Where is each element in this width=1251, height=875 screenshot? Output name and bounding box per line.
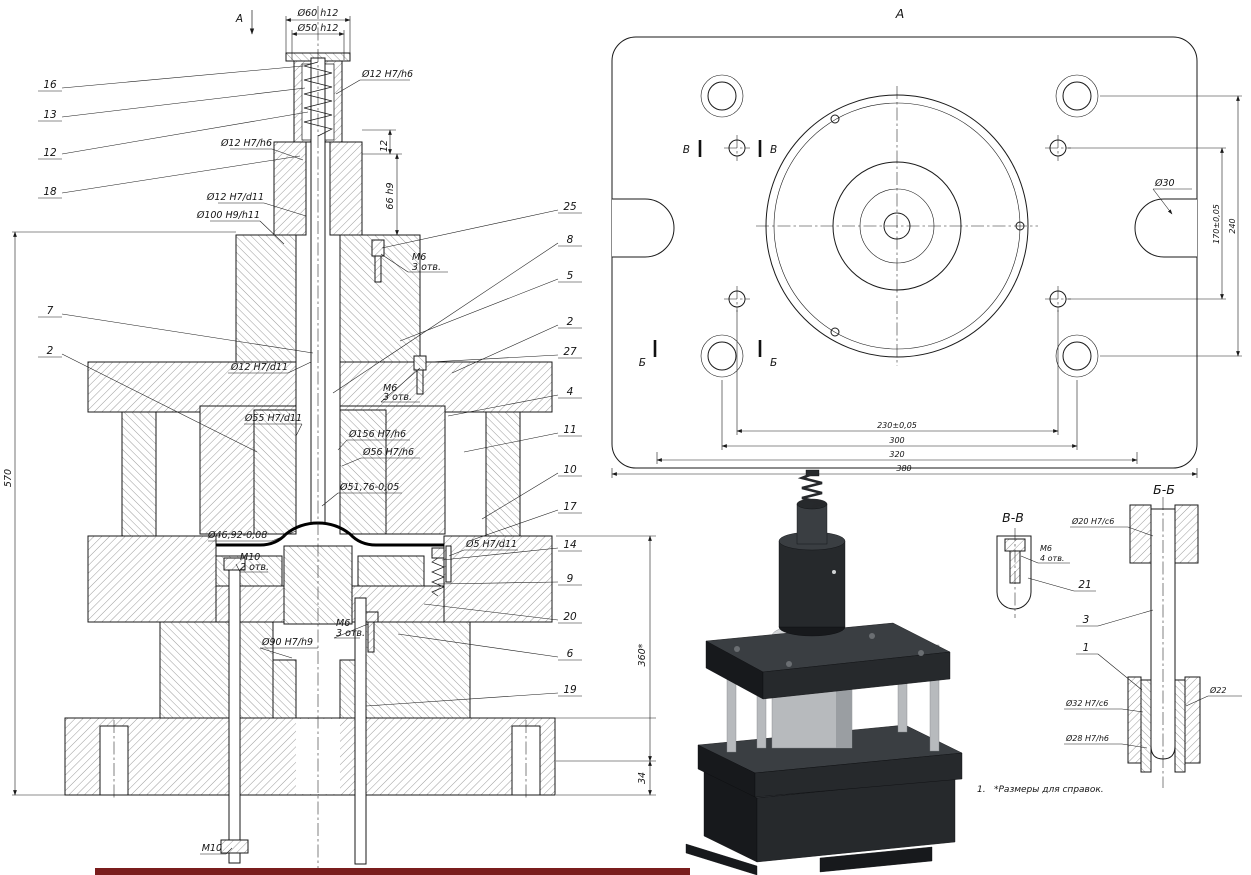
- dim-d55: Ø55 H7/d11: [244, 413, 302, 424]
- dim-m6-lower-qty: 3 отв.: [336, 628, 365, 639]
- section-bb-view: Б-Б Ø20 H7/c6 3 1 Ø32 H7/c6 Ø28 H7/h6 Ø2…: [1064, 482, 1242, 788]
- bb-callout-3: 3: [1083, 614, 1090, 626]
- dim-len-12: 12: [379, 140, 390, 152]
- callout-9: 9: [567, 573, 574, 585]
- dim-230: 230±0,05: [877, 421, 917, 430]
- callout-2a: 2: [47, 345, 54, 357]
- callout-19: 19: [563, 684, 577, 696]
- note-text: *Размеры для справок.: [994, 785, 1104, 795]
- dim-380: 380: [896, 464, 911, 473]
- callout-16: 16: [43, 79, 57, 91]
- screw-holes: [724, 135, 1071, 312]
- dim-34: 34: [637, 772, 648, 784]
- bb-d32: Ø32 H7/c6: [1065, 698, 1108, 708]
- dim-top-inner: Ø50 h12: [297, 23, 339, 34]
- render-3d-view: [685, 469, 963, 875]
- dim-m6-upper: M6: [412, 252, 426, 263]
- mark-v-right: В: [770, 144, 777, 156]
- section-dimension-texts: Ø60 h12 Ø50 h12 A Ø12 H7/h6 12 66 h9 Ø12…: [3, 8, 648, 854]
- mark-b-right: Б: [770, 357, 777, 369]
- dim-170: 170±0,05: [1212, 204, 1221, 244]
- callout-13: 13: [43, 109, 56, 121]
- dim-top-outer: Ø60 h12: [297, 8, 339, 19]
- left-lift-slot: [612, 198, 675, 258]
- dim-rod-fit-upper: Ø12 H7/d11: [206, 192, 264, 203]
- dim-m10-mid-qty: 2 отв.: [240, 562, 269, 573]
- section-dimension-lines: [12, 10, 656, 855]
- top-view-dimensions: 230±0,05 300 320 380 170±0,05 240 Ø30: [611, 95, 1242, 478]
- callout-7: 7: [47, 305, 54, 317]
- callout-4: 4: [567, 386, 574, 398]
- dim-300: 300: [889, 436, 904, 445]
- callout-25: 25: [563, 201, 577, 213]
- corner-bolts: [700, 74, 1099, 378]
- callout-2b: 2: [567, 316, 574, 328]
- top-view-title: A: [895, 6, 905, 21]
- dim-m6-lower: М6: [336, 618, 350, 629]
- callout-20: 20: [563, 611, 577, 623]
- dim-d5: Ø5 H7/d11: [465, 539, 517, 550]
- top-view: A: [611, 6, 1242, 478]
- section-cut-marks: В В Б Б: [639, 140, 777, 369]
- dim-sleeve-fit: Ø12 H7/h6: [220, 138, 272, 149]
- vv-m6: M6: [1040, 544, 1052, 553]
- callout-10: 10: [563, 464, 577, 476]
- bottom-strip: [95, 868, 690, 875]
- callouts-left: 16 13 12 18 7 2: [38, 65, 314, 453]
- bb-d20: Ø20 H7/c6: [1071, 516, 1114, 526]
- dim-m10-mid: М10: [240, 552, 260, 563]
- dim-shank-fit: Ø12 H7/h6: [361, 69, 413, 80]
- dim-d156: Ø156 H7/h6: [348, 429, 406, 440]
- dim-d90: Ø90 H7/h9: [261, 637, 313, 648]
- dim-320: 320: [889, 450, 904, 459]
- drawing-note: 1. *Размеры для справок.: [977, 785, 1104, 795]
- vv-m6-qty: 4 отв.: [1040, 554, 1064, 563]
- callout-6: 6: [567, 648, 574, 660]
- section-vv-view: В-В M6 4 отв. 21: [996, 510, 1096, 618]
- callout-5: 5: [567, 270, 574, 282]
- section-vv-title: В-В: [1002, 510, 1024, 525]
- dim-m6-mid: М6: [383, 383, 397, 394]
- callout-8: 8: [567, 234, 574, 246]
- dim-d51-76: Ø51,76-0,05: [339, 482, 399, 493]
- bb-d22: Ø22: [1209, 685, 1226, 695]
- section-part-bodies: [64, 52, 556, 796]
- dim-240: 240: [1228, 218, 1237, 233]
- dim-d56: Ø56 H7/h6: [362, 447, 414, 458]
- dim-d46-92: Ø46,92-0,08: [207, 530, 267, 541]
- dim-m10-stud: M10: [202, 843, 222, 854]
- section-fasteners: [220, 239, 452, 865]
- right-lift-slot: [1134, 198, 1197, 258]
- bb-d28: Ø28 H7/h6: [1065, 733, 1109, 743]
- central-circles: [756, 86, 1038, 366]
- main-section-view: Ø60 h12 Ø50 h12 A Ø12 H7/h6 12 66 h9 Ø12…: [3, 6, 656, 868]
- dim-pilot-fit: Ø100 H9/h11: [196, 210, 260, 221]
- cut-arrow-label: A: [235, 13, 243, 25]
- section-centerlines: [113, 6, 527, 868]
- dim-360: 360*: [637, 643, 648, 666]
- callout-12: 12: [43, 147, 57, 159]
- note-index: 1.: [977, 785, 986, 795]
- dim-rod-fit-mid: Ø12 H7/d11: [230, 362, 288, 373]
- mark-b-left: Б: [639, 357, 646, 369]
- dim-len-66: 66 h9: [385, 182, 396, 209]
- mark-v-left: В: [683, 144, 690, 156]
- vv-callout-21: 21: [1078, 579, 1091, 591]
- section-bb-title: Б-Б: [1153, 482, 1175, 497]
- dim-570: 570: [3, 469, 14, 487]
- dim-d30: Ø30: [1154, 178, 1175, 189]
- callout-11: 11: [563, 424, 576, 436]
- callout-18: 18: [43, 186, 57, 198]
- dim-m6-upper-qty: 3 отв.: [412, 262, 441, 273]
- callout-27: 27: [563, 346, 577, 358]
- callout-14: 14: [563, 539, 576, 551]
- callouts-right: 25 8 5 2 27 4 11 10 17 14 9 20 6 19: [332, 201, 582, 707]
- bb-callout-1: 1: [1083, 642, 1090, 654]
- dim-m6-mid-qty: 3 отв.: [383, 392, 412, 403]
- callout-17: 17: [563, 501, 577, 513]
